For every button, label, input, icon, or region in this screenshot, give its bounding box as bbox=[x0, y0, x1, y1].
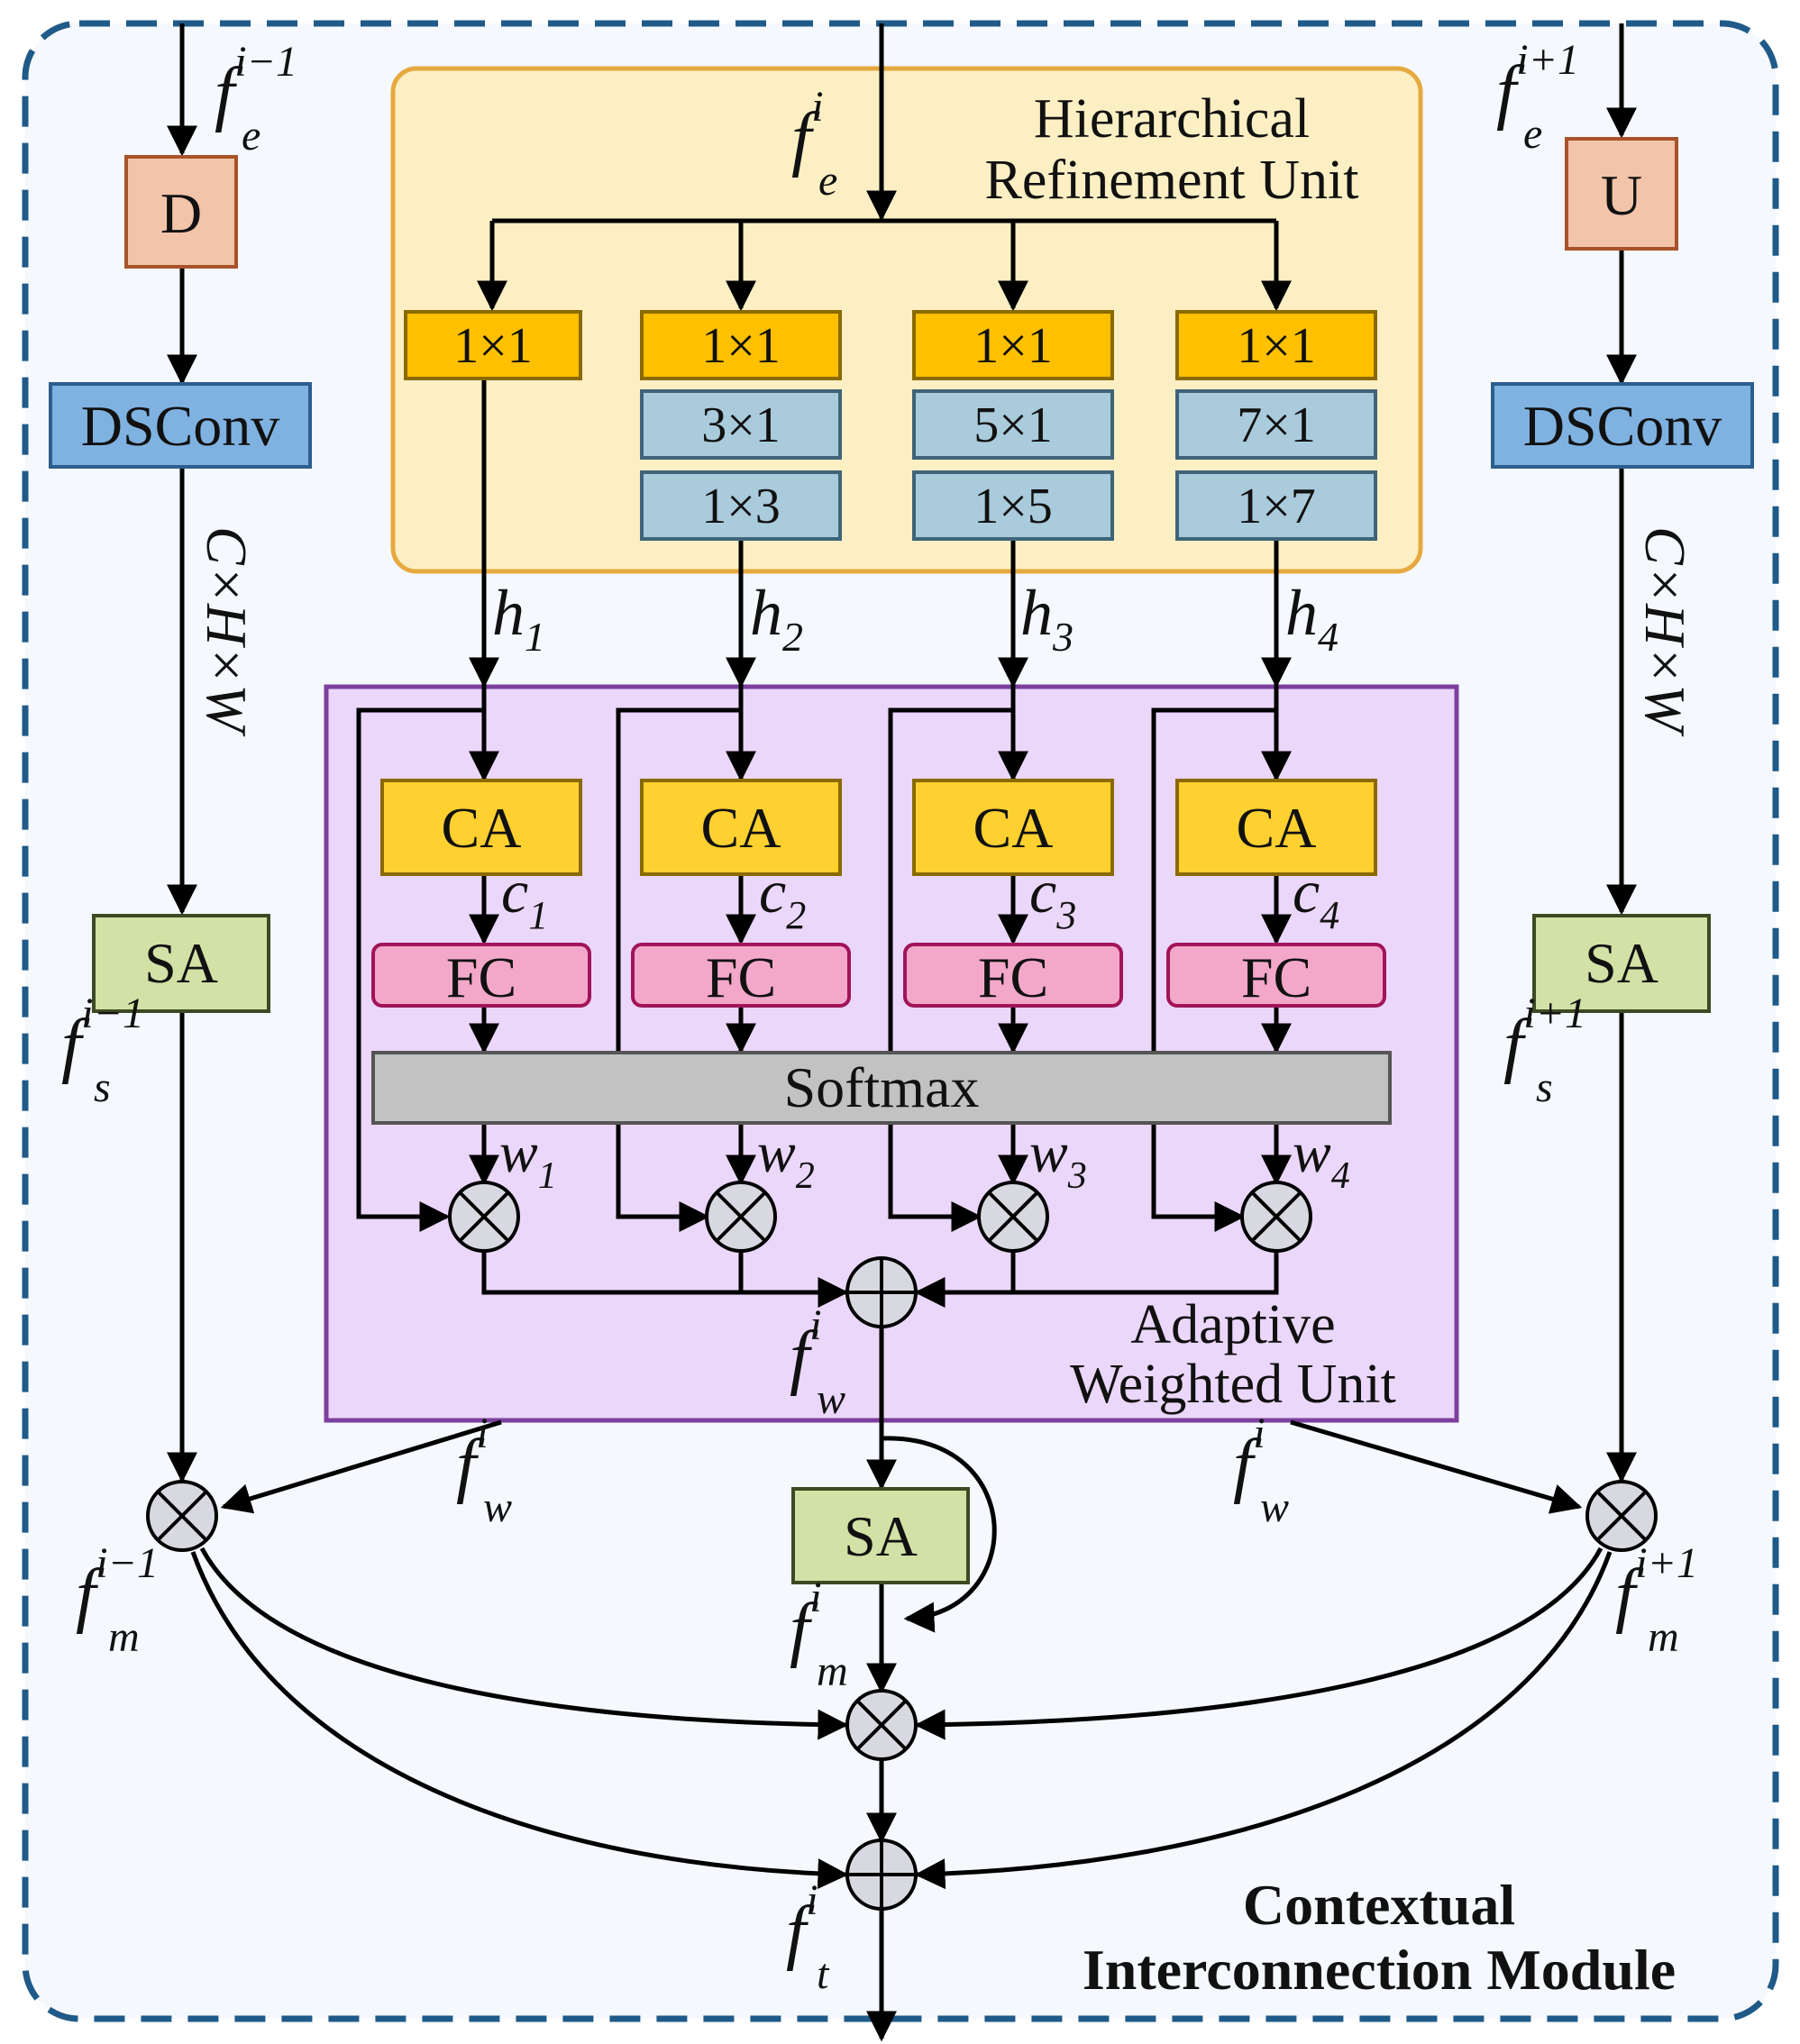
label-w4: w4 bbox=[1293, 1120, 1350, 1197]
label-c1: c1 bbox=[501, 857, 548, 937]
awu-sum-node bbox=[845, 1256, 918, 1328]
module-title-line1: Contextual bbox=[1243, 1873, 1515, 1937]
label-h4: h4 bbox=[1285, 577, 1339, 660]
fc-label-1: FC bbox=[446, 945, 516, 1009]
ca-box-2 bbox=[640, 779, 842, 876]
conv-3x1-box bbox=[640, 389, 842, 460]
conv-7x1-box bbox=[1175, 389, 1377, 460]
fc-label-3: FC bbox=[978, 945, 1048, 1009]
conv-1x1-box bbox=[640, 310, 842, 380]
hru-title-line1: Hierarchical bbox=[1034, 88, 1310, 150]
fc-box-4 bbox=[1166, 943, 1386, 1008]
dsconv-left-box bbox=[49, 382, 312, 469]
ca-label-2: CA bbox=[701, 796, 781, 860]
fc-label-2: FC bbox=[706, 945, 776, 1009]
dsconv-left-label: DSConv bbox=[81, 394, 280, 458]
label-h3: h3 bbox=[1020, 577, 1074, 660]
fc-label-4: FC bbox=[1241, 945, 1311, 1009]
conv-7x1-label: 7×1 bbox=[1237, 397, 1316, 453]
dims-left-label: C×H×W bbox=[195, 526, 259, 737]
sa-right-label: SA bbox=[1585, 931, 1658, 995]
awu-multiply-nodes bbox=[448, 1181, 1312, 1253]
label-w1: w1 bbox=[499, 1120, 557, 1197]
multiply-node-left bbox=[146, 1480, 218, 1552]
conv-1x7-box bbox=[1175, 470, 1377, 541]
label-h2: h2 bbox=[750, 577, 803, 660]
multiply-node-center bbox=[845, 1689, 918, 1761]
softmax-label: Softmax bbox=[784, 1055, 980, 1119]
ca-box-4 bbox=[1175, 779, 1377, 876]
sa-left-box bbox=[92, 914, 270, 1013]
fc-box-2 bbox=[631, 943, 851, 1008]
awu-title-line2: Weighted Unit bbox=[1070, 1354, 1396, 1415]
hru-branch-1: 1×1 bbox=[404, 310, 582, 380]
ca-box-3 bbox=[912, 779, 1114, 876]
dsconv-right-box bbox=[1491, 382, 1754, 469]
conv-5x1-label: 5×1 bbox=[973, 397, 1053, 453]
connections bbox=[167, 23, 1637, 2042]
conv-1x1-box bbox=[404, 310, 582, 380]
conv-1x5-box bbox=[912, 470, 1114, 541]
dsconv-right-label: DSConv bbox=[1523, 394, 1722, 458]
conv-1x1-label: 1×1 bbox=[453, 318, 533, 374]
conv-1x3-box bbox=[640, 470, 842, 541]
multiply-node-right bbox=[1585, 1480, 1658, 1552]
multiply-node-1 bbox=[448, 1181, 520, 1253]
downsample-label: D bbox=[160, 181, 202, 245]
label-c4: c4 bbox=[1293, 857, 1339, 937]
ca-label-1: CA bbox=[442, 796, 522, 860]
dims-right-label: C×H×W bbox=[1633, 526, 1697, 737]
sa-left-label: SA bbox=[144, 931, 218, 995]
ca-label-3: CA bbox=[973, 796, 1054, 860]
conv-1x1-label: 1×1 bbox=[701, 318, 781, 374]
hru-branch-2: 1×1 3×1 1×3 bbox=[640, 310, 842, 541]
conv-1x1-label: 1×1 bbox=[973, 318, 1053, 374]
multiply-node-3 bbox=[977, 1181, 1049, 1253]
hru-title-line2: Refinement Unit bbox=[985, 150, 1359, 211]
conv-1x1-label: 1×1 bbox=[1237, 318, 1316, 374]
fc-box-1 bbox=[371, 943, 591, 1008]
ca-label-4: CA bbox=[1237, 796, 1317, 860]
ca-box-1 bbox=[380, 779, 582, 876]
sa-center-box bbox=[791, 1487, 970, 1584]
conv-1x1-box bbox=[912, 310, 1114, 380]
hru-branch-3: 1×1 5×1 1×5 bbox=[912, 310, 1114, 541]
label-w2: w2 bbox=[757, 1120, 815, 1197]
awu-ca-blocks: CA CA CA CA bbox=[380, 779, 1377, 876]
label-c2: c2 bbox=[759, 857, 806, 937]
upsample-box bbox=[1565, 137, 1678, 251]
upsample-label: U bbox=[1601, 163, 1642, 227]
label-c3: c3 bbox=[1029, 857, 1076, 937]
fc-box-3 bbox=[903, 943, 1123, 1008]
awu-title-line1: Adaptive bbox=[1130, 1294, 1335, 1355]
sa-center-label: SA bbox=[844, 1504, 918, 1568]
sum-node-center bbox=[845, 1839, 918, 1911]
multiply-node-4 bbox=[1240, 1181, 1312, 1253]
conv-3x1-label: 3×1 bbox=[701, 397, 781, 453]
conv-5x1-box bbox=[912, 389, 1114, 460]
sa-right-box bbox=[1532, 914, 1711, 1013]
softmax-box bbox=[371, 1051, 1392, 1125]
label-w3: w3 bbox=[1029, 1120, 1087, 1197]
hru-branch-4: 1×1 7×1 1×7 bbox=[1175, 310, 1377, 541]
awu-fc-blocks: FC FC FC FC bbox=[371, 943, 1386, 1009]
multiply-node-2 bbox=[705, 1181, 777, 1253]
downsample-box bbox=[124, 155, 238, 269]
conv-1x1-box bbox=[1175, 310, 1377, 380]
conv-1x5-label: 1×5 bbox=[973, 479, 1053, 534]
label-h1: h1 bbox=[492, 577, 545, 660]
module-title-line2: Interconnection Module bbox=[1083, 1938, 1676, 2002]
conv-1x3-label: 1×3 bbox=[701, 479, 781, 534]
conv-1x7-label: 1×7 bbox=[1237, 479, 1316, 534]
